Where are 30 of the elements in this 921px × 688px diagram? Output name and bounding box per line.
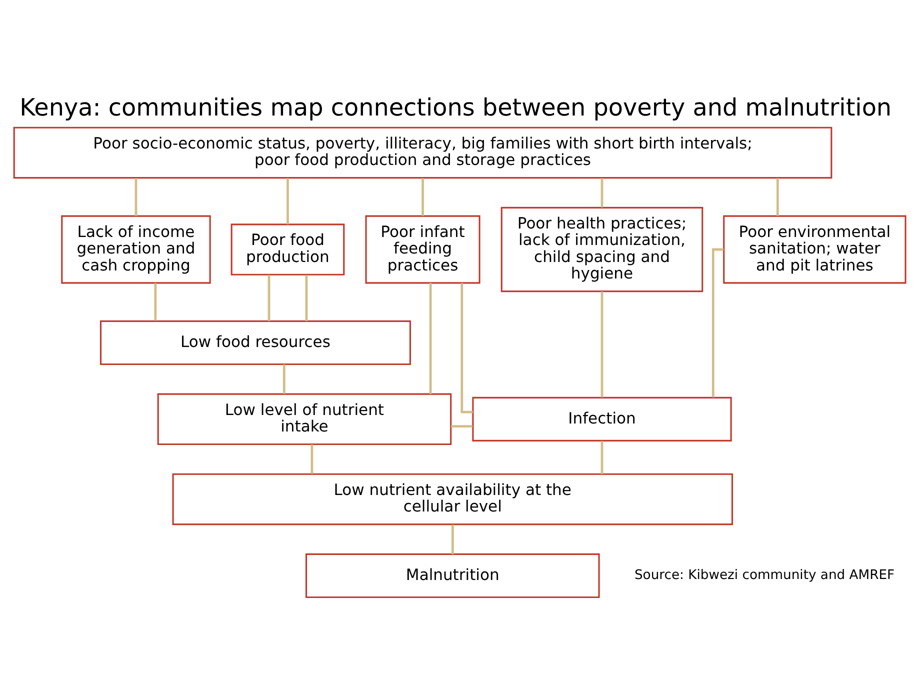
node-box: Poor environmental sanitation; water and pit latrines — [722, 214, 906, 284]
node-box: Poor food production — [230, 223, 344, 275]
node-box: Poor infant feeding practices — [364, 214, 480, 284]
connector — [428, 282, 432, 394]
node-box: Low food resources — [99, 320, 410, 364]
connector — [450, 424, 472, 428]
connector — [134, 178, 137, 216]
node-box: Low level of nutrient intake — [156, 392, 452, 445]
connector — [286, 178, 288, 224]
connector — [304, 274, 308, 321]
connector — [600, 440, 603, 474]
connector — [600, 178, 603, 207]
connector — [776, 178, 778, 216]
node-box: Malnutrition — [304, 552, 600, 598]
connector — [267, 274, 270, 321]
node-box: Poor health practices; lack of immunization, child spacing and hygiene — [500, 206, 703, 292]
connector — [460, 282, 472, 413]
connector — [711, 248, 724, 397]
connector — [450, 524, 454, 554]
node-box: Low nutrient availability at the cellular level — [172, 472, 733, 525]
label: Source: Kibwezi community and AMREF — [634, 568, 894, 583]
node-box: Poor socio-economic status, poverty, illiteracy, big families with short birth intervals; poor food production and storage practices — [12, 126, 832, 178]
connector — [310, 444, 313, 474]
connector — [282, 364, 285, 394]
node-box: Infection — [472, 396, 732, 441]
connector — [421, 178, 424, 216]
node-box: Lack of income generation and cash cropping — [60, 214, 210, 284]
diagram-title: Kenya: communities map connections between poverty and malnutrition — [19, 93, 892, 122]
connector — [154, 282, 156, 320]
connector — [600, 290, 603, 397]
